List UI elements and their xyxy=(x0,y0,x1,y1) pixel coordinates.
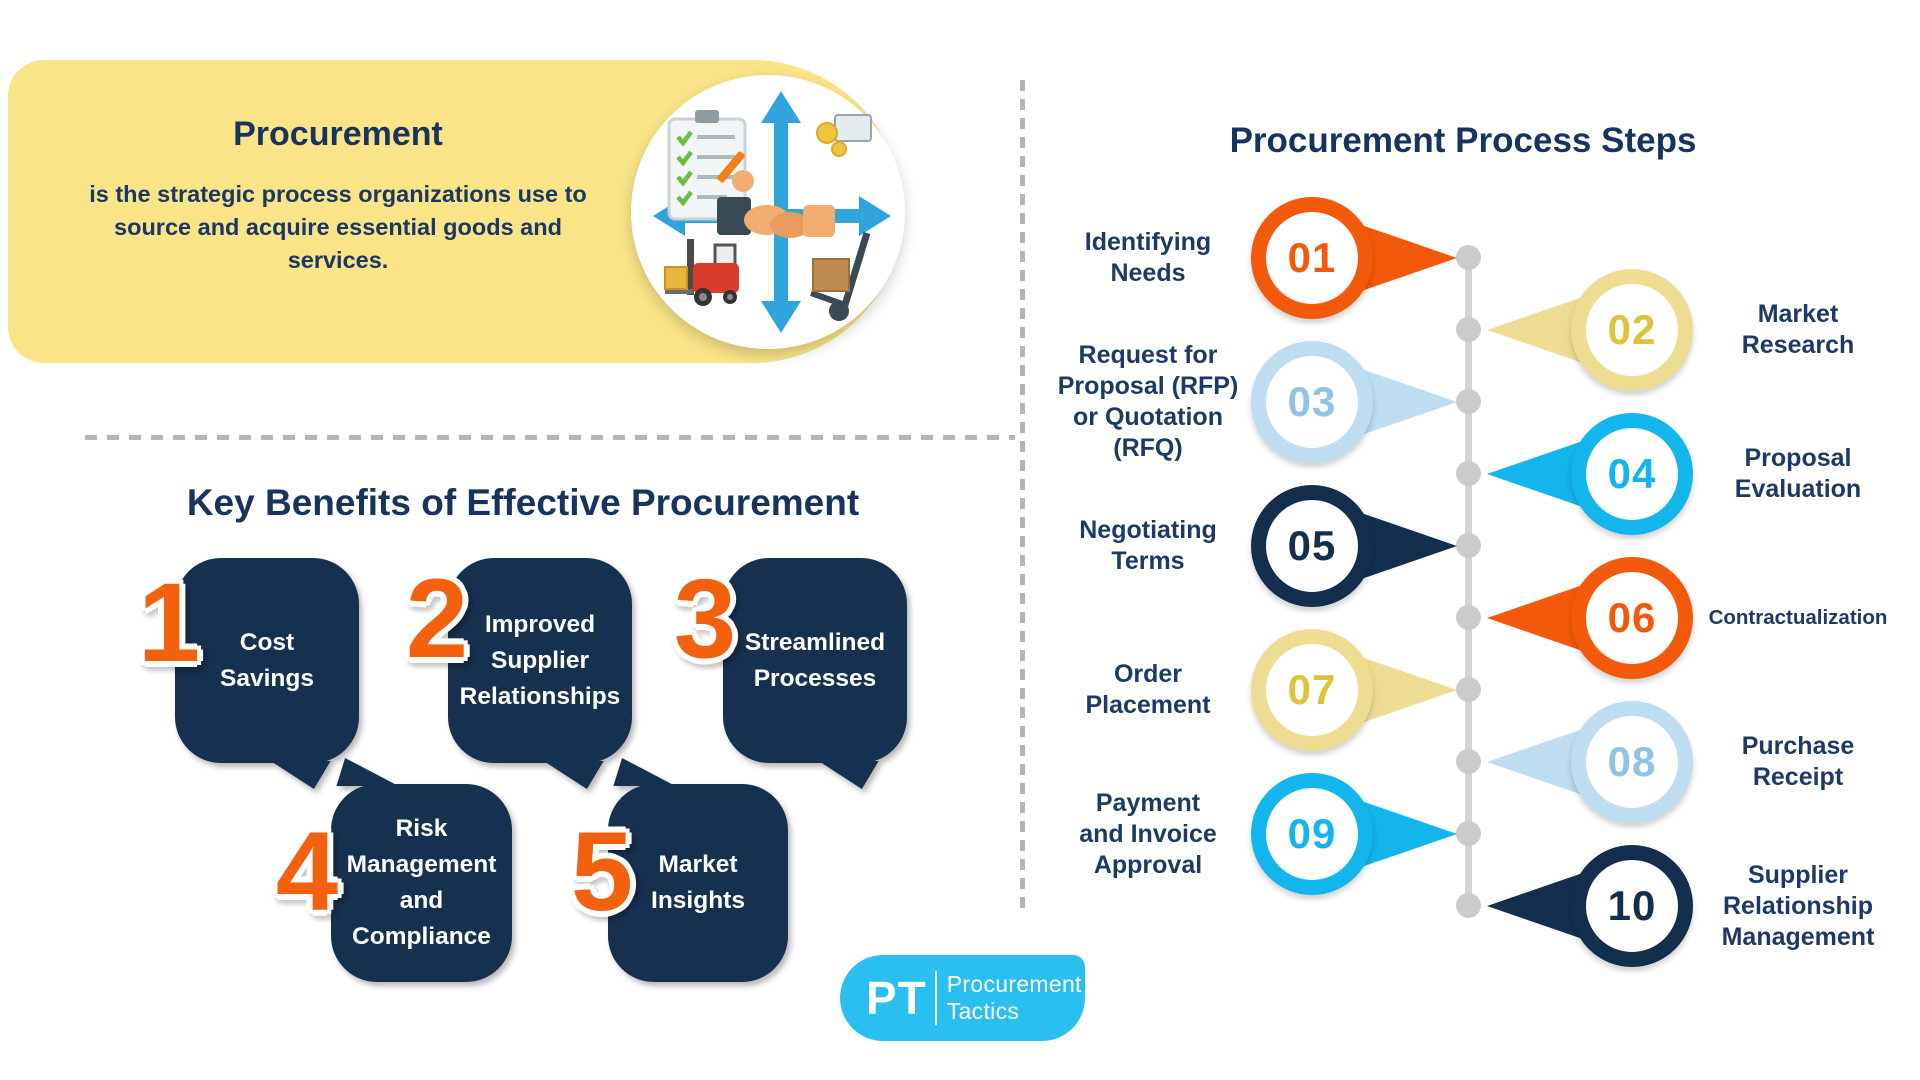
benefit-number-3: 3 xyxy=(673,556,737,681)
benefits-title: Key Benefits of Effective Procurement xyxy=(186,482,860,523)
benefit-bubble-5: Market Insights xyxy=(608,758,788,982)
step-number-10: 10 xyxy=(1607,882,1657,929)
step-number-04: 04 xyxy=(1607,450,1657,497)
clipboard-icon xyxy=(667,110,754,221)
step-circle-06: 06 xyxy=(1571,557,1693,679)
step-label-03: Request for Proposal (RFP) or Quotation … xyxy=(1057,341,1239,462)
step-circle-03: 03 xyxy=(1251,341,1373,463)
horizontal-dashed-divider xyxy=(85,435,1015,440)
step-number-07: 07 xyxy=(1287,666,1337,713)
coins-icon xyxy=(816,114,872,157)
timeline xyxy=(1465,253,1472,911)
timeline-node xyxy=(1456,389,1481,414)
bubble-tail xyxy=(543,761,604,789)
benefit-bubble-1: Cost Savings xyxy=(175,558,359,789)
step-number-02: 02 xyxy=(1607,306,1657,353)
timeline-node xyxy=(1456,605,1481,630)
step-number-06: 06 xyxy=(1607,594,1657,641)
bubble-tail xyxy=(336,758,399,786)
benefit-number-4: 4 xyxy=(275,809,339,934)
step-label-08: Purchase Receipt xyxy=(1741,732,1855,791)
step-number-08: 08 xyxy=(1607,738,1657,785)
timeline-node xyxy=(1456,821,1481,846)
benefit-label: Risk Management and Compliance xyxy=(346,815,497,950)
handtruck-icon xyxy=(810,231,871,321)
process-title: Procurement Process Steps xyxy=(1229,121,1697,160)
step-label-05: Negotiating Terms xyxy=(1079,516,1217,575)
step-circle-02: 02 xyxy=(1571,269,1693,391)
step-label-07: Order Placement xyxy=(1085,660,1211,719)
procurement-tactics-logo: PT Procurement Tactics xyxy=(840,955,1085,1041)
step-circle-09: 09 xyxy=(1251,773,1373,895)
handshake-icon xyxy=(717,197,835,238)
step-label-01: Identifying Needs xyxy=(1084,228,1212,287)
logo-initials: PT xyxy=(866,972,927,1024)
timeline-node xyxy=(1456,533,1481,558)
timeline-node xyxy=(1456,677,1481,702)
benefit-bubble-4: Risk Management and Compliance xyxy=(331,758,512,982)
benefit-number-5: 5 xyxy=(570,809,634,934)
bubble-tail xyxy=(613,758,676,786)
step-label-04: Proposal Evaluation xyxy=(1734,444,1862,503)
step-circle-08: 08 xyxy=(1571,701,1693,823)
forklift-icon xyxy=(664,239,739,306)
step-number-03: 03 xyxy=(1287,378,1337,425)
step-number-01: 01 xyxy=(1287,234,1337,281)
benefit-number-1: 1 xyxy=(137,560,201,685)
procurement-illustration-icon xyxy=(653,91,891,333)
vertical-dashed-divider xyxy=(1020,80,1025,912)
timeline-node xyxy=(1456,317,1481,342)
benefit-label: Market Insights xyxy=(651,851,745,914)
step-circle-07: 07 xyxy=(1251,629,1373,751)
logo-divider xyxy=(934,971,937,1025)
benefit-bubble-2: Improved Supplier Relationships xyxy=(448,558,632,789)
step-number-05: 05 xyxy=(1287,522,1337,569)
step-circle-05: 05 xyxy=(1251,485,1373,607)
timeline-node xyxy=(1456,245,1481,270)
step-label-02: Market Research xyxy=(1741,300,1855,359)
timeline-node xyxy=(1456,893,1481,918)
bubble-tail xyxy=(818,761,879,789)
step-label-09: Payment and Invoice Approval xyxy=(1079,788,1217,879)
benefit-label: Improved Supplier Relationships xyxy=(459,610,621,710)
logo-name: Procurement Tactics xyxy=(946,971,1082,1024)
timeline-node xyxy=(1456,749,1481,774)
step-label-06: Contractualization xyxy=(1708,606,1888,629)
page-description: is the strategic process organizations u… xyxy=(89,181,587,273)
benefit-bubble-3: Streamlined Processes xyxy=(723,558,907,789)
step-label-10: Supplier Relationship Management xyxy=(1721,860,1875,951)
page-title: Procurement xyxy=(233,115,443,153)
step-circle-01: 01 xyxy=(1251,197,1373,319)
benefit-label: Cost Savings xyxy=(220,628,314,692)
benefit-number-2: 2 xyxy=(405,556,469,681)
step-number-09: 09 xyxy=(1287,810,1337,857)
step-circle-04: 04 xyxy=(1571,413,1693,535)
benefit-label: Streamlined Processes xyxy=(744,628,886,692)
timeline-node xyxy=(1456,461,1481,486)
procurement-illustration xyxy=(631,75,905,349)
bubble-tail xyxy=(270,761,331,789)
step-circle-10: 10 xyxy=(1571,845,1693,967)
